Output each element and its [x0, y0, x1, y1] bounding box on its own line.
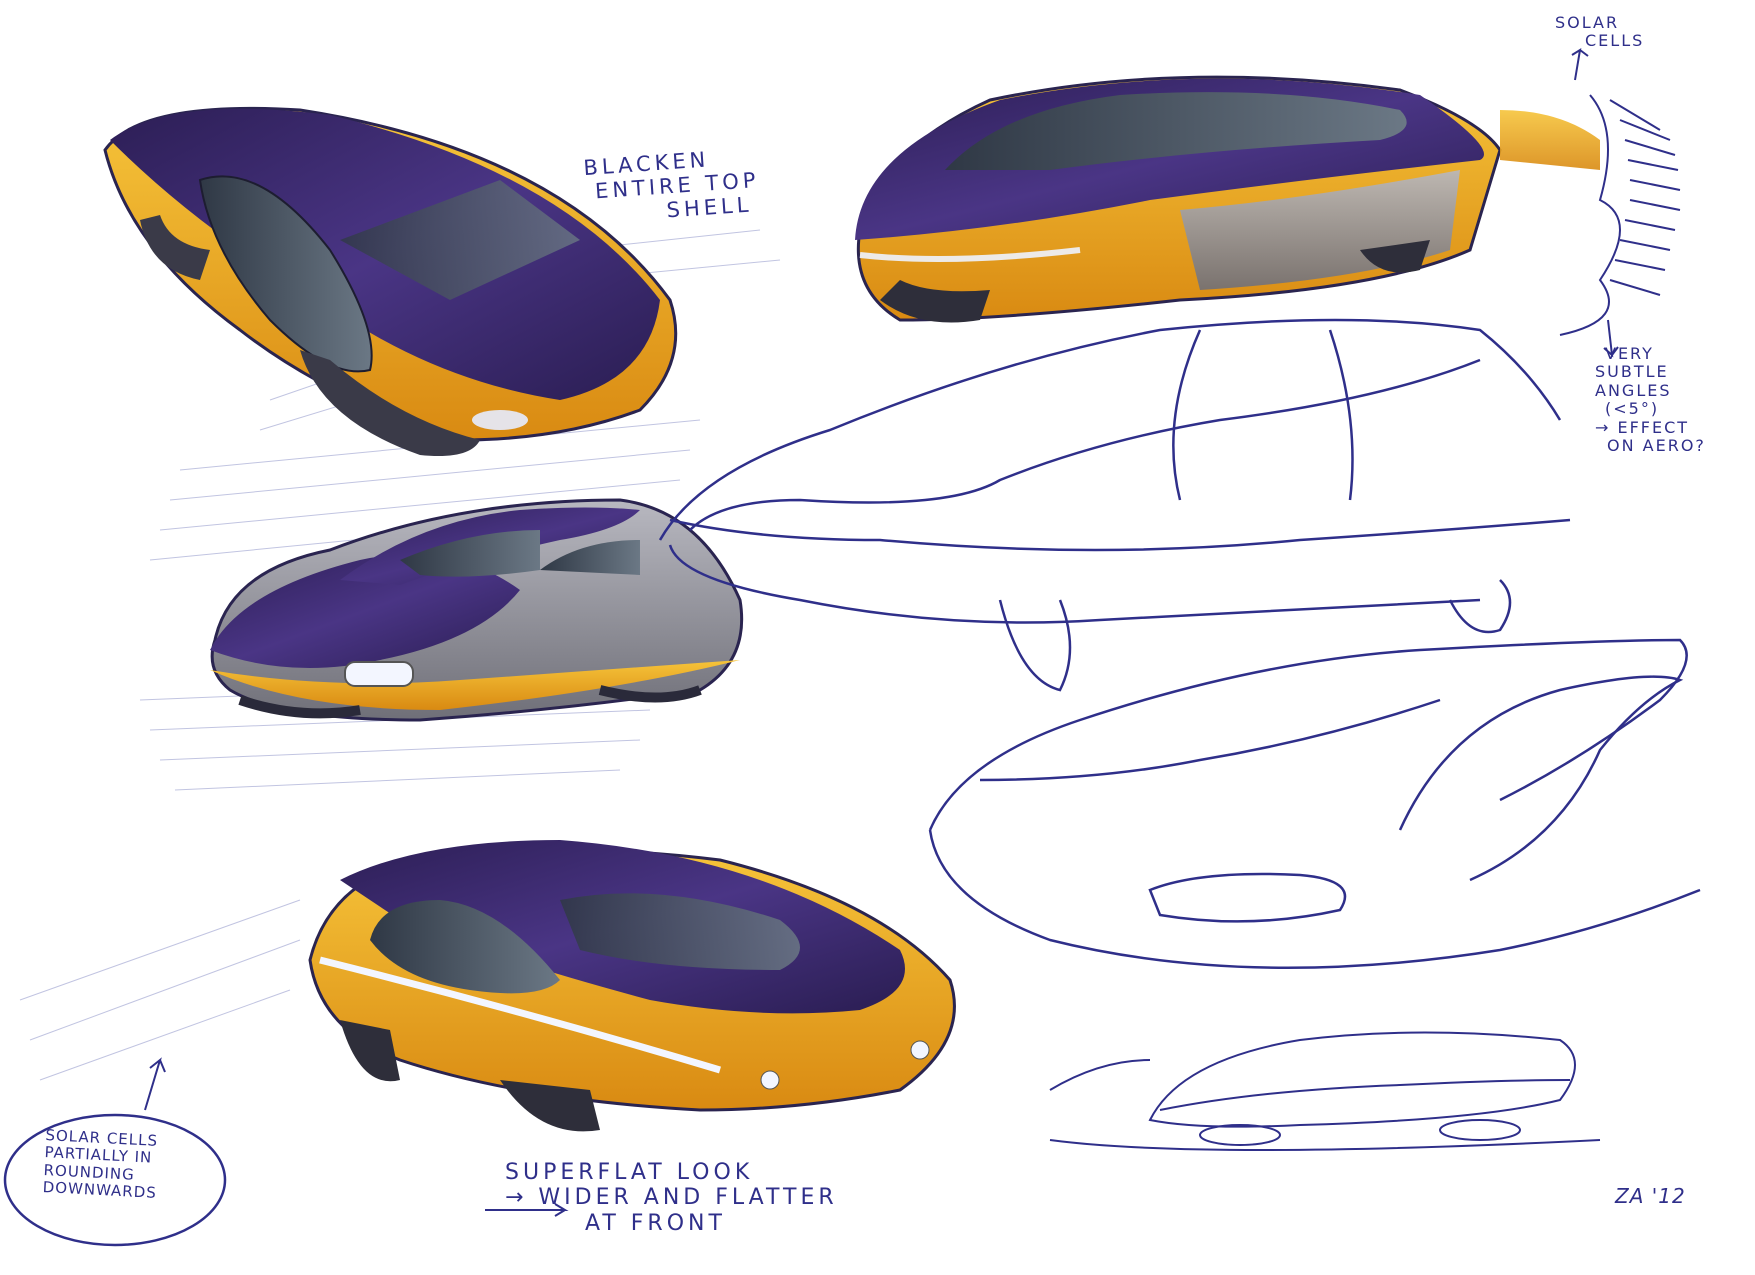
arrow-mark	[144, 1057, 166, 1111]
note-solar-cells-top: SOLAR CELLS	[1555, 13, 1645, 51]
line-sketch-small-side	[1049, 1031, 1601, 1151]
solar-car-rendering-top-right	[855, 75, 1600, 323]
solar-car-rendering-bottom	[308, 840, 956, 1132]
note-blacken-top-shell: BLACKEN ENTIRE TOP SHELL	[582, 147, 761, 223]
arrow-mark	[485, 1203, 569, 1217]
solar-car-rendering-top-left	[103, 106, 678, 456]
solar-cell-detail-sketch	[1559, 47, 1681, 358]
note-solar-cells-rounding: SOLAR CELLS PARTIALLY IN ROUNDING DOWNWA…	[42, 1126, 159, 1202]
line-sketch-large	[658, 318, 1571, 692]
note-subtle-angles: VERY SUBTLE ANGLES (<5°) → EFFECT ON AER…	[1595, 344, 1706, 455]
note-circle	[3, 1113, 227, 1247]
signature: ZA '12	[1615, 1184, 1686, 1208]
line-sketch-mid-right	[928, 638, 1701, 970]
solar-car-rendering-middle-left	[210, 498, 744, 722]
note-superflat-look: SUPERFLAT LOOK → WIDER AND FLATTER AT FR…	[505, 1160, 838, 1236]
